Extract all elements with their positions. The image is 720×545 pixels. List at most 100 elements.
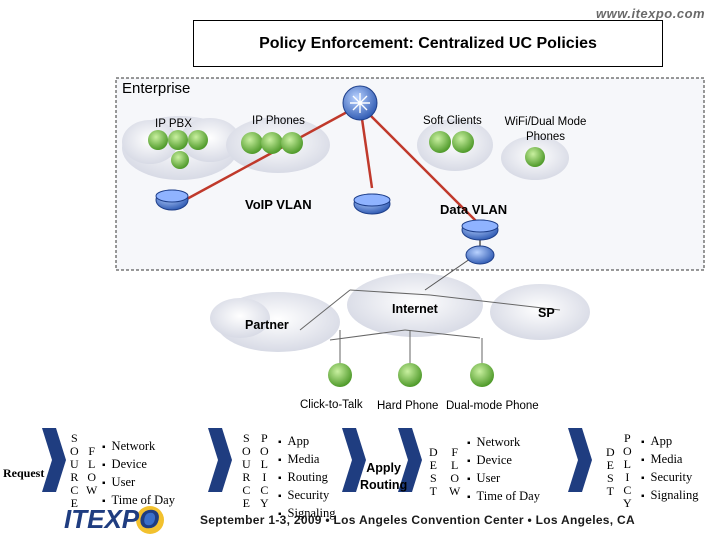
apply-routing-label: Apply Routing (360, 460, 407, 494)
letter: S (70, 431, 78, 445)
letter: W (449, 484, 461, 498)
ip-pbx-label: IP PBX (155, 118, 192, 130)
policy-vertical-right: P O L I C Y (623, 432, 632, 510)
policy-list-right: App Media Security Signaling (641, 433, 699, 505)
event-footer: September 1-3, 2009 • Los Angeles Conven… (200, 513, 635, 527)
letter: O (623, 444, 632, 458)
apply-line2: Routing (360, 478, 408, 492)
wifi-label-line2: Phones (525, 131, 565, 143)
voip-switch-icon (353, 193, 391, 215)
letter: S (429, 471, 437, 485)
enterprise-boundary (115, 77, 705, 271)
list-item: Media (641, 451, 698, 469)
list-item: Time of Day (102, 492, 175, 510)
letter: I (625, 470, 630, 484)
dual-mode-phone-label: Dual-mode Phone (446, 400, 539, 412)
list-item: Security (641, 469, 698, 487)
letter: L (87, 457, 96, 471)
policy-vertical-mid: P O L I C Y (260, 432, 269, 510)
letter: O (70, 444, 79, 458)
flow-chevrons (42, 428, 592, 492)
letter: F (451, 445, 458, 459)
core-router-icon (342, 85, 378, 121)
letter: R (70, 470, 79, 484)
letter: C (242, 483, 251, 497)
letter: P (623, 431, 631, 445)
letter: F (88, 444, 95, 458)
data-vlan-label: Data VLAN (440, 202, 508, 217)
letter: Y (260, 496, 269, 510)
letter: U (242, 457, 251, 471)
list-item: Media (278, 451, 335, 469)
letter: O (242, 444, 251, 458)
page-title: Policy Enforcement: Centralized UC Polic… (193, 20, 663, 67)
letter: L (260, 457, 268, 471)
click-to-talk-icon (328, 363, 352, 387)
letter: R (242, 470, 251, 484)
itexpo-logo: ITEXPO (0, 498, 170, 540)
letter: I (262, 470, 267, 484)
dest-vertical: D E S T (429, 446, 438, 498)
letter: S (606, 471, 614, 485)
lower-links (299, 289, 561, 365)
list-item: Routing (278, 469, 335, 487)
edge-router-icon (465, 245, 495, 265)
network-diagram (115, 77, 705, 387)
pbx-switch-icon (155, 189, 189, 211)
flow-vertical-left: F L O W (86, 445, 97, 497)
dest-vertical-right: D E S T (606, 446, 615, 498)
ip-phones-label: IP Phones (252, 115, 305, 127)
hard-phone-icon (398, 363, 422, 387)
link-core-to-data (359, 104, 481, 226)
source-vertical-mid: S O U R C E (242, 432, 251, 510)
list-item: Time of Day (467, 488, 540, 506)
list-item: App (641, 433, 698, 451)
letter: L (450, 458, 459, 472)
list-item: Signaling (278, 505, 336, 523)
wifi-label: WiFi/Dual Mode Phones (498, 115, 593, 145)
apply-line1: Apply (366, 461, 401, 475)
chevron-5 (568, 428, 592, 492)
list-item: Network (102, 438, 175, 456)
letter: E (242, 496, 250, 510)
pbx-device-icons (148, 130, 208, 169)
wifi-phone-icon (525, 147, 545, 167)
letter: T (606, 484, 614, 498)
list-item: Security (278, 487, 335, 505)
letter: L (623, 457, 631, 471)
sp-cloud (490, 284, 590, 340)
chevron-4 (398, 428, 422, 492)
dual-mode-phone-icon (470, 363, 494, 387)
voip-vlan-label: VoIP VLAN (245, 197, 312, 212)
brand-url: www.itexpo.com (596, 6, 706, 21)
list-item: Network (467, 434, 540, 452)
letter: O (450, 471, 459, 485)
soft-client-icons (429, 131, 474, 153)
letter: Y (623, 496, 632, 510)
partner-label: Partner (245, 318, 289, 332)
source-flow-list: Network Device User Time of Day (102, 438, 175, 510)
internet-label: Internet (392, 302, 438, 316)
chevron-1 (42, 428, 66, 492)
letter: O (260, 444, 269, 458)
letter: T (429, 484, 437, 498)
enterprise-label: Enterprise (122, 80, 191, 97)
letter: S (242, 431, 250, 445)
list-item: User (467, 470, 540, 488)
dest-flow-list: Network Device User Time of Day (467, 434, 540, 506)
letter: C (260, 483, 269, 497)
list-item: Device (102, 456, 175, 474)
letter: E (70, 496, 78, 510)
soft-clients-label: Soft Clients (423, 115, 482, 127)
ip-phone-icons (241, 132, 303, 154)
source-vertical-left: S O U R C E (70, 432, 79, 510)
sp-label: SP (538, 306, 555, 320)
list-item: Device (467, 452, 540, 470)
letter: E (606, 458, 614, 472)
internet-cloud (347, 273, 483, 337)
flow-vertical-right: F L O W (449, 446, 460, 498)
list-item: Signaling (641, 487, 699, 505)
letter: P (260, 431, 268, 445)
chevron-2 (208, 428, 232, 492)
list-item: User (102, 474, 175, 492)
